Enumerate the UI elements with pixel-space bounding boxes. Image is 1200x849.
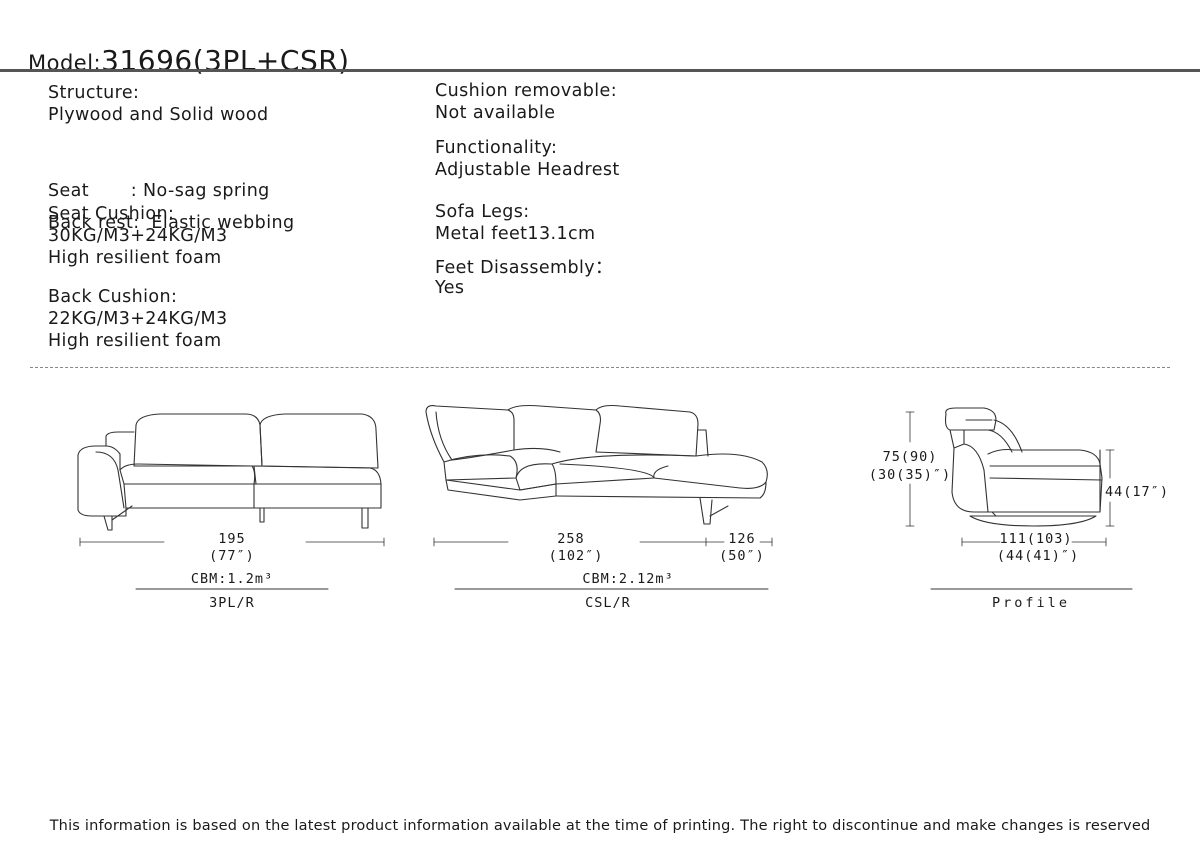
profile-height-cm: 75(90) [883, 449, 938, 465]
profile-name: Profile [992, 595, 1070, 611]
spec-line: High resilient foam [48, 331, 222, 351]
profile-height-in: (30(35)″) [869, 467, 951, 483]
spec-cushion-removable: Cushion removable: Not available [435, 80, 617, 124]
spec-line: High resilient foam [48, 248, 222, 268]
3pl-width-in: (77″) [209, 548, 255, 564]
spec-seat: Seat : No-sag spring [48, 136, 270, 224]
csl-name: CSL/R [585, 595, 631, 611]
profile-seat-height: 44(17″) [1105, 484, 1169, 500]
spec-line: Seat : No-sag spring [48, 181, 270, 201]
csl-width-in: (102″) [549, 548, 604, 564]
sofa-csl-drawing [425, 404, 773, 590]
3pl-name: 3PL/R [209, 595, 255, 611]
spec-line: Back Cushion: [48, 287, 178, 307]
spec-line: Metal feet13.1cm [435, 224, 596, 244]
3pl-cbm: CBM:1.2m³ [191, 571, 273, 587]
spec-line: Sofa Legs: [435, 202, 530, 222]
spec-line: Cushion removable: [435, 81, 617, 101]
sofa-drawings: 195 (77″) CBM:1.2m³ 3PL/R [77, 404, 1169, 611]
spec-back-cushion: Back Cushion: 22KG/M3+24KG/M3 High resil… [48, 286, 228, 352]
spec-line: Plywood and Solid wood [48, 105, 269, 125]
spec-functionality: Functionality: Adjustable Headrest [435, 137, 620, 181]
section-divider [30, 367, 1170, 368]
spec-line: Functionality: [435, 138, 558, 158]
csl-chaise-in: (50″) [719, 548, 765, 564]
spec-line: Adjustable Headrest [435, 160, 620, 180]
footer-disclaimer: This information is based on the latest … [49, 818, 1151, 834]
spec-line: Back rest: Elastic webbing [48, 213, 295, 233]
spec-line: Yes [435, 278, 465, 298]
spec-line: Seat Cushion: [48, 204, 175, 224]
spec-line: 22KG/M3+24KG/M3 [48, 309, 228, 329]
spec-line: Structure: [48, 83, 140, 103]
profile-depth-cm: 111(103) [999, 531, 1072, 547]
csl-chaise-cm: 126 [728, 531, 755, 547]
sofa-profile-drawing [905, 407, 1133, 590]
csl-cbm: CBM:2.12m³ [582, 571, 673, 587]
sofa-3pl-drawing [77, 413, 385, 590]
model-title: Model:31696(3PL+CSR) [28, 44, 350, 77]
spec-sofa-legs: Sofa Legs: Metal feet13.1cm [435, 201, 595, 245]
header: Model:31696(3PL+CSR) [0, 0, 1200, 77]
spec-line: Not available [435, 103, 556, 123]
csl-width-cm: 258 [557, 531, 584, 547]
spec-seat-cushion: Seat Cushion: 30KG/M3+24KG/M3 High resil… [48, 203, 228, 269]
header-divider [0, 69, 1200, 72]
spec-feet-disassembly: Feet Disassembly： Yes [435, 258, 613, 298]
profile-depth-in: (44(41)″) [997, 548, 1079, 564]
spec-line: Feet Disassembly： [435, 258, 613, 278]
3pl-width-cm: 195 [218, 531, 245, 547]
spec-structure: Structure: Plywood and Solid wood [48, 82, 269, 126]
spec-back-rest: Back rest: Elastic webbing [48, 168, 294, 256]
model-number: 31696(3PL+CSR) [101, 44, 350, 77]
spec-line: 30KG/M3+24KG/M3 [48, 226, 228, 246]
